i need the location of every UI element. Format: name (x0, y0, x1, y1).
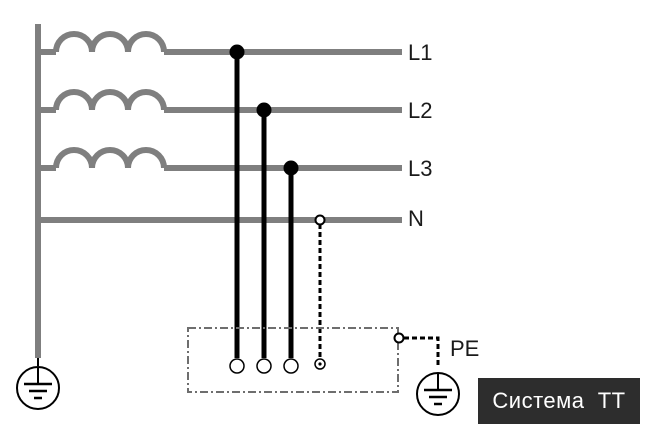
label-l3: L3 (408, 156, 432, 181)
phase-l1 (38, 31, 402, 55)
earth-ground-icon (16, 358, 60, 410)
winding-coil-l3 (53, 147, 167, 169)
label-l2: L2 (408, 98, 432, 123)
terminal-l1 (229, 358, 245, 374)
winding-coil-l2 (53, 89, 167, 111)
terminal-l3 (283, 358, 299, 374)
junction-dot-l3 (283, 160, 299, 176)
earth-ground-icon (416, 372, 460, 416)
terminal-l2 (256, 358, 272, 374)
label-n: N (408, 206, 424, 231)
system-type-badge: Система TT (478, 378, 640, 424)
phase-l2 (38, 89, 402, 113)
pe-conductor (404, 336, 440, 368)
label-l1: L1 (408, 40, 432, 65)
pe-junction-dot (393, 332, 405, 344)
junction-dot-n (314, 214, 326, 226)
junction-dot-l2 (256, 102, 272, 118)
winding-coil-l1 (53, 31, 167, 53)
load-enclosure (187, 327, 399, 393)
phase-l3 (38, 147, 402, 171)
label-pe: PE (450, 336, 479, 361)
junction-dot-l1 (229, 44, 245, 60)
